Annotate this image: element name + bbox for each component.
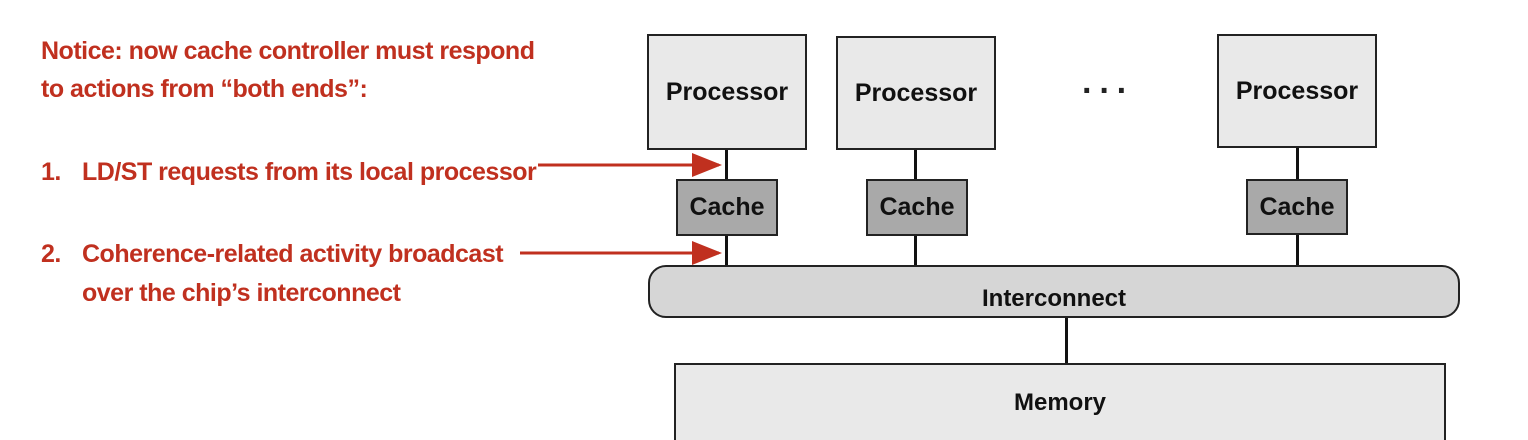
point-2-number: 2. [41,240,61,268]
processor-cache-link-n [1296,148,1299,180]
point-1-text: LD/ST requests from its local processor [82,158,537,186]
processor-box-n: Processor [1217,34,1377,148]
notice-line-2: to actions from “both ends”: [41,75,368,103]
point-1: 1. LD/ST requests from its local process… [41,157,561,189]
cache-box-2: Cache [866,179,968,236]
interconnect-label: Interconnect [981,284,1127,312]
ellipsis: ··· [1082,72,1134,110]
cache-interconnect-link-1 [725,236,728,266]
cache-box-n: Cache [1246,179,1348,235]
cache-interconnect-link-n [1296,235,1299,266]
interconnect-bus: Interconnect [648,265,1460,318]
notice-line-1: Notice: now cache controller must respon… [41,37,535,65]
processor-box-1: Processor [647,34,807,150]
cache-box-1: Cache [676,179,778,236]
memory-box: Memory [674,363,1446,440]
processor-cache-link-2 [914,150,917,180]
processor-cache-link-1 [725,150,728,180]
point-2-text-line-2: over the chip’s interconnect [82,279,401,307]
point-1-number: 1. [41,158,61,186]
interconnect-memory-link [1065,318,1068,364]
point-2: 2. Coherence-related activity broadcast [41,239,561,271]
point-2-text-line-1: Coherence-related activity broadcast [82,240,504,268]
cache-interconnect-link-2 [914,236,917,266]
processor-box-2: Processor [836,36,996,150]
